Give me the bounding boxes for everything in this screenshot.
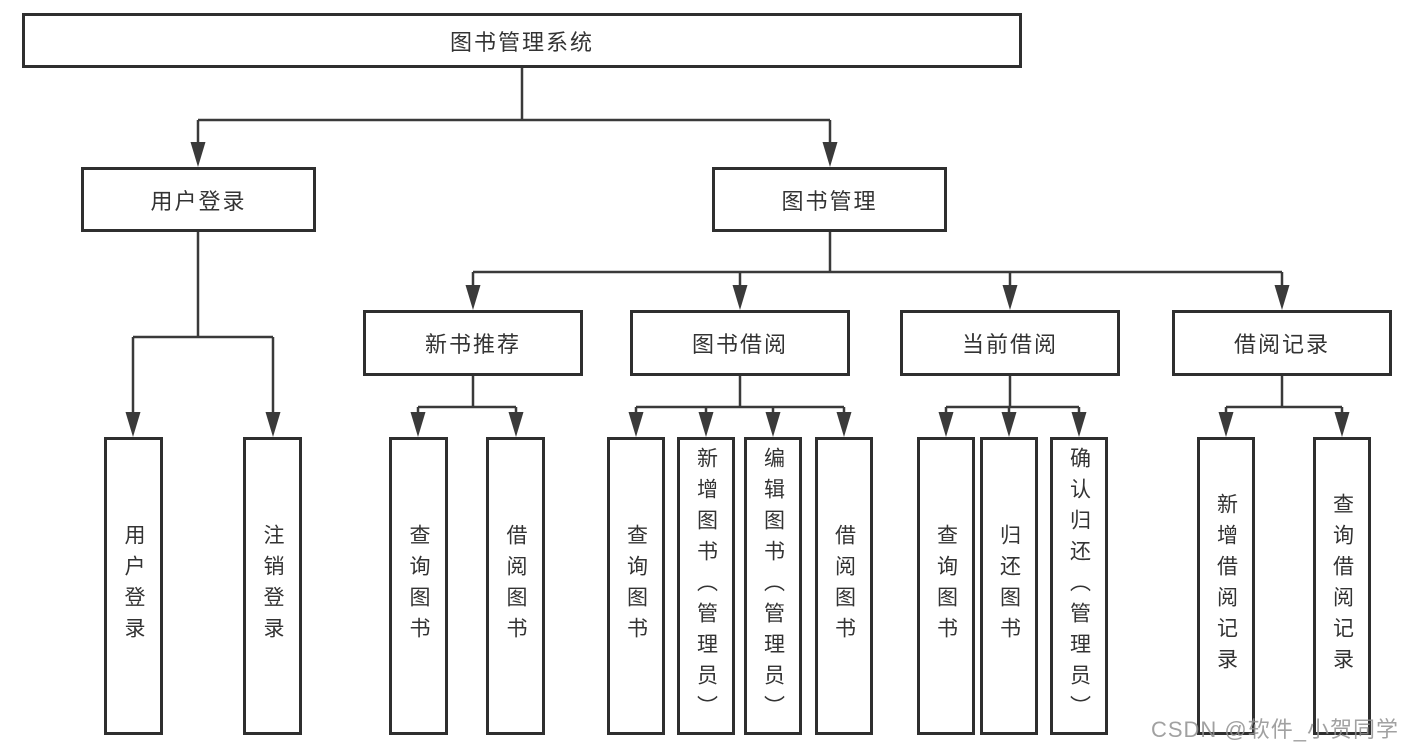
arrow-icon bbox=[1274, 285, 1290, 310]
node-leaf-edit-books-admin: 编辑图书（管理员） bbox=[744, 437, 802, 735]
arrow-icon bbox=[836, 412, 852, 437]
arrow-icon bbox=[822, 142, 838, 167]
node-leaf-borrow-books: 借阅图书 bbox=[815, 437, 873, 735]
node-library-management-system: 图书管理系统 bbox=[22, 13, 1022, 68]
node-label: 查询图书 bbox=[934, 524, 958, 648]
csdn-watermark: CSDN @软件_小贺同学 bbox=[1150, 717, 1399, 742]
connector-root bbox=[196, 68, 832, 146]
node-label: 借阅记录 bbox=[1233, 332, 1330, 357]
arrow-icon bbox=[265, 412, 281, 437]
arrowheads bbox=[125, 142, 1350, 437]
connector-book-borrow bbox=[634, 376, 846, 416]
arrow-icon bbox=[465, 285, 481, 310]
connector-current-borrow bbox=[944, 376, 1081, 416]
arrow-icon bbox=[1334, 412, 1350, 437]
node-label: 确认归还（管理员） bbox=[1067, 446, 1091, 726]
node-leaf-return-books: 归还图书 bbox=[980, 437, 1038, 735]
connector-borrow-records bbox=[1224, 376, 1344, 416]
arrow-icon bbox=[508, 412, 524, 437]
node-leaf-query-borrow-record: 查询借阅记录 bbox=[1313, 437, 1371, 735]
node-label: 查询图书 bbox=[624, 524, 648, 648]
arrow-icon bbox=[1002, 285, 1018, 310]
node-label: 查询借阅记录 bbox=[1330, 493, 1354, 679]
node-new-book-recommend: 新书推荐 bbox=[363, 310, 583, 376]
arrow-icon bbox=[1071, 412, 1087, 437]
node-leaf-add-books-admin: 新增图书（管理员） bbox=[677, 437, 735, 735]
node-book-management: 图书管理 bbox=[712, 167, 947, 232]
arrow-icon bbox=[765, 412, 781, 437]
arrow-icon bbox=[1001, 412, 1017, 437]
connector-new-book-recommend bbox=[416, 376, 518, 416]
node-leaf-query-books-current: 查询图书 bbox=[917, 437, 975, 735]
node-label: 新书推荐 bbox=[424, 332, 521, 357]
node-leaf-query-books-recommend: 查询图书 bbox=[389, 437, 448, 735]
node-label: 用户登录 bbox=[122, 524, 145, 648]
node-leaf-borrow-books-recommend: 借阅图书 bbox=[486, 437, 545, 735]
node-label: 当前借阅 bbox=[961, 332, 1058, 357]
node-borrow-records: 借阅记录 bbox=[1172, 310, 1392, 376]
node-user-login: 用户登录 bbox=[81, 167, 316, 232]
arrow-icon bbox=[628, 412, 644, 437]
node-leaf-user-login: 用户登录 bbox=[104, 437, 163, 735]
node-leaf-logout: 注销登录 bbox=[243, 437, 302, 735]
node-label: 注销登录 bbox=[261, 524, 284, 648]
node-leaf-confirm-return-admin: 确认归还（管理员） bbox=[1050, 437, 1108, 735]
node-label: 图书借阅 bbox=[691, 332, 788, 357]
arrow-icon bbox=[410, 412, 426, 437]
node-label: 归还图书 bbox=[997, 524, 1021, 648]
node-label: 用户登录 bbox=[150, 188, 247, 214]
arrow-icon bbox=[1218, 412, 1234, 437]
node-label: 查询图书 bbox=[407, 524, 430, 648]
arrow-icon bbox=[190, 142, 206, 167]
node-leaf-add-borrow-record: 新增借阅记录 bbox=[1197, 437, 1255, 735]
connector-book-management bbox=[471, 232, 1284, 289]
arrow-icon bbox=[125, 412, 141, 437]
arrow-icon bbox=[938, 412, 954, 437]
arrow-icon bbox=[732, 285, 748, 310]
node-label: 借阅图书 bbox=[832, 524, 856, 648]
arrow-icon bbox=[698, 412, 714, 437]
node-leaf-query-books-borrow: 查询图书 bbox=[607, 437, 665, 735]
node-label: 新增借阅记录 bbox=[1214, 493, 1238, 679]
node-label: 图书管理系统 bbox=[449, 29, 594, 55]
node-book-borrow: 图书借阅 bbox=[630, 310, 850, 376]
node-label: 编辑图书（管理员） bbox=[761, 446, 785, 726]
node-label: 图书管理 bbox=[781, 188, 878, 214]
node-label: 新增图书（管理员） bbox=[694, 446, 718, 726]
connector-user-login bbox=[131, 232, 275, 416]
node-label: 借阅图书 bbox=[504, 524, 527, 648]
node-current-borrow: 当前借阅 bbox=[900, 310, 1120, 376]
